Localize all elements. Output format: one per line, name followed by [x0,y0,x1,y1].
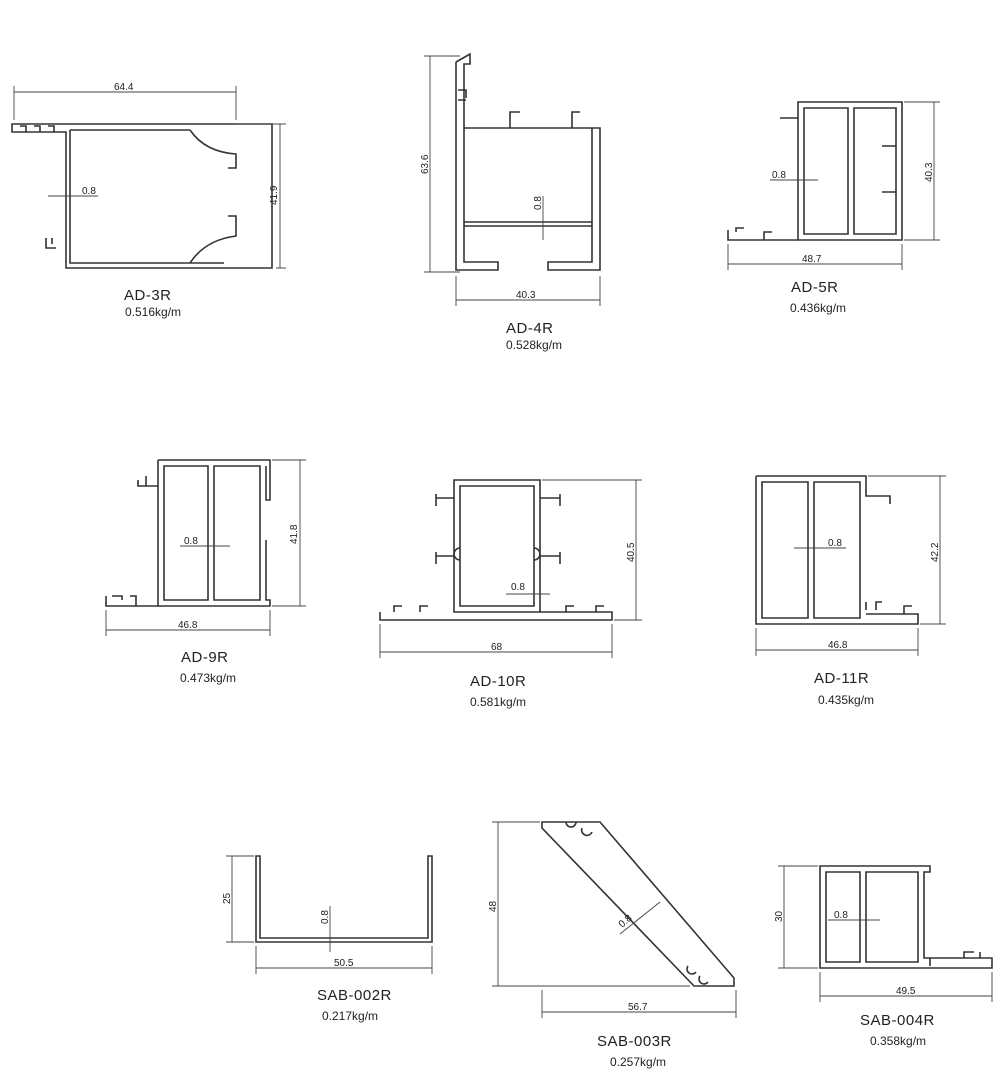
profile-ad3r-dim-0: 64.4 [114,82,134,93]
profile-sab002r-dim-2: 0.8 [320,910,331,924]
profile-ad10r-dim-line-0 [542,479,642,621]
profile-ad9r: 41.8 46.8 0.8 AD-9R 0.473kg/m [105,459,306,685]
profile-sab002r-name: SAB-002R [317,987,392,1004]
profile-ad11r-drawing [755,475,919,625]
profile-ad3r-dim-1: 41.9 [269,185,280,205]
profile-sab004r-drawing [819,865,993,969]
profile-ad9r-name: AD-9R [181,649,229,666]
profile-ad3r: 64.4 41.9 0.8 AD-3R 0.516kg/m [11,82,286,319]
profile-ad4r-weight: 0.528kg/m [506,338,562,352]
profile-ad3r-dim-line-1 [238,123,286,269]
profile-sab003r-weight: 0.257kg/m [610,1055,666,1069]
profile-ad9r-dim-0: 41.8 [289,524,300,544]
profile-sab002r-dim-line-0 [226,855,254,943]
profile-ad3r-dim-line-0 [13,86,237,120]
profile-ad9r-weight: 0.473kg/m [180,671,236,685]
profile-ad10r-name: AD-10R [470,673,526,690]
profile-sab003r-drawing [541,821,735,987]
profile-ad10r-dim-0: 40.5 [626,542,637,562]
profile-sab003r-dim-line-1 [541,990,737,1018]
profile-ad5r-weight: 0.436kg/m [790,301,846,315]
profile-sab004r-name: SAB-004R [860,1012,935,1029]
profile-sab003r: 48 56.7 0.8 SAB-003R 0.257kg/m [488,821,737,1069]
profile-ad3r-weight: 0.516kg/m [125,305,181,319]
profile-ad11r-name: AD-11R [814,670,869,687]
profile-ad10r-dim-2: 0.8 [511,582,525,593]
profile-sab002r-dim-1: 50.5 [334,958,354,969]
profile-sab004r-dim-0: 30 [774,910,785,922]
profile-ad4r-dim-2: 0.8 [533,196,544,210]
profile-ad9r-dim-line-1 [105,610,271,636]
profile-ad11r-dim-2: 0.8 [828,538,842,549]
profile-sab004r-dim-1: 49.5 [896,986,916,997]
profile-ad5r-name: AD-5R [791,279,839,296]
profile-ad5r: 40.3 48.7 0.8 AD-5R 0.436kg/m [727,101,940,315]
profile-sab004r-weight: 0.358kg/m [870,1034,926,1048]
profile-ad10r-dim-1: 68 [491,642,503,653]
profile-ad4r-name: AD-4R [506,320,554,337]
profile-ad9r-dim-line-0 [272,459,306,607]
profile-ad4r-dim-line-0 [424,55,460,273]
profile-ad5r-dim-line-0 [904,101,940,241]
profile-ad11r-dim-line-0 [868,475,946,625]
profile-ad4r-dim-0: 63.6 [420,154,431,174]
profile-ad5r-drawing [727,101,903,241]
profile-sab004r-dim-2: 0.8 [834,910,848,921]
profile-ad4r-dim-1: 40.3 [516,290,536,301]
profile-ad11r-weight: 0.435kg/m [818,693,874,707]
profile-sab002r-drawing [255,855,433,943]
profile-sab004r: 30 49.5 0.8 SAB-004R 0.358kg/m [774,865,993,1048]
profile-ad10r-weight: 0.581kg/m [470,695,526,709]
profile-sab003r-dim-0: 48 [488,900,499,912]
profile-ad3r-name: AD-3R [124,287,172,304]
profile-ad10r: 40.5 68 0.8 AD-10R 0.581kg/m [379,479,642,709]
profile-sab002r-dim-0: 25 [222,892,233,904]
profile-ad5r-dim-0: 40.3 [924,162,935,182]
profile-ad11r-dim-1: 46.8 [828,640,848,651]
profile-sab004r-dim-line-1 [819,972,993,1002]
profile-sab002r-weight: 0.217kg/m [322,1009,378,1023]
profile-ad4r-drawing [455,52,601,271]
profile-ad4r-dim-line-1 [455,276,601,306]
profile-sab003r-name: SAB-003R [597,1033,672,1050]
profile-ad10r-drawing [379,479,613,621]
profile-ad9r-dim-1: 46.8 [178,620,198,631]
profile-sab004r-dim-line-0 [778,865,818,969]
profile-ad10r-dim-line-1 [379,624,613,658]
profile-sab002r: 25 50.5 0.8 SAB-002R 0.217kg/m [222,855,433,1023]
profile-ad9r-drawing [105,459,271,607]
profile-ad3r-dim-2: 0.8 [82,186,96,197]
profile-sab002r-dim-line-1 [255,946,433,974]
profile-sab003r-dim-line-2 [619,901,661,935]
profile-ad11r-dim-0: 42.2 [930,542,941,562]
profile-ad5r-dim-line-1 [727,244,903,270]
profile-ad5r-dim-1: 48.7 [802,254,822,265]
profile-ad11r: 42.2 46.8 0.8 AD-11R 0.435kg/m [755,475,946,707]
profile-ad5r-dim-2: 0.8 [772,170,786,181]
profile-ad4r: 63.6 40.3 0.8 AD-4R 0.528kg/m [420,52,601,352]
profile-sab003r-dim-2: 0.8 [617,913,635,931]
profile-sab003r-dim-line-0 [492,821,690,987]
profile-ad11r-dim-line-1 [755,628,919,656]
profile-ad9r-dim-2: 0.8 [184,536,198,547]
profile-sab003r-dim-1: 56.7 [628,1002,648,1013]
